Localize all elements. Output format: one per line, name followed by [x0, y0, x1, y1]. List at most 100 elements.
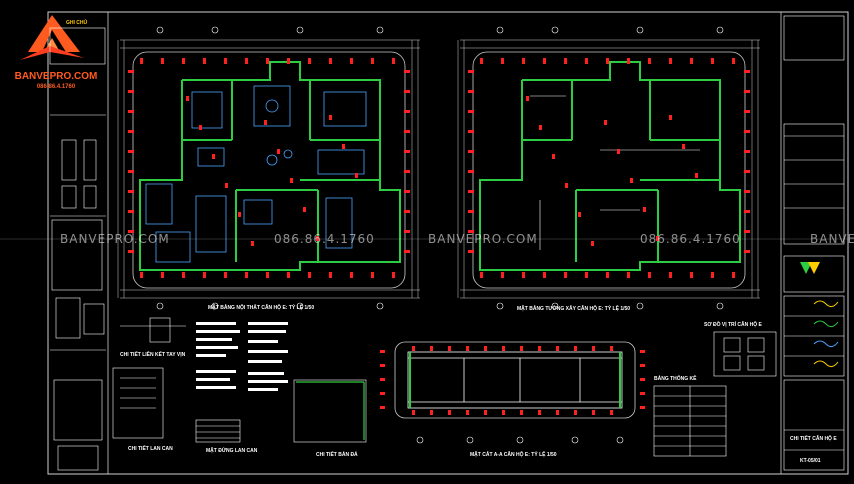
dimension-marker [610, 410, 613, 415]
railing-detail-title: CHI TIẾT LAN CAN [128, 446, 173, 452]
dimension-marker [128, 190, 134, 193]
axis-bubble [376, 26, 384, 34]
dimension-marker [212, 154, 215, 159]
dimension-marker [640, 406, 645, 409]
dimension-marker [224, 272, 227, 278]
dimension-marker [604, 120, 607, 125]
dimension-marker [640, 378, 645, 381]
dimension-marker [128, 230, 134, 233]
dimension-markers [128, 58, 750, 415]
dimension-marker [690, 272, 693, 278]
dimension-marker [732, 272, 735, 278]
railing-detail-drawings [112, 317, 367, 443]
dimension-marker [128, 70, 134, 73]
dimension-marker [574, 410, 577, 415]
axis-bubble [496, 26, 504, 34]
dimension-marker [585, 272, 588, 278]
dimension-marker [404, 130, 410, 133]
axis-bubble [376, 302, 384, 310]
dimension-marker [430, 410, 433, 415]
dimension-marker [266, 58, 269, 64]
dimension-marker [744, 70, 750, 73]
dimension-marker [630, 178, 633, 183]
dimension-marker [744, 130, 750, 133]
key-plan-title: SƠ ĐỒ VỊ TRÍ CĂN HỘ E [704, 322, 762, 328]
dimension-marker [556, 410, 559, 415]
dimension-marker [224, 58, 227, 64]
dimension-marker [329, 58, 332, 64]
dimension-marker [186, 96, 189, 101]
axis-bubble [466, 436, 474, 444]
dimension-marker [380, 350, 385, 353]
dimension-marker [199, 125, 202, 130]
dimension-marker [744, 250, 750, 253]
dimension-marker [606, 272, 609, 278]
dimension-marker [380, 392, 385, 395]
dimension-marker [140, 272, 143, 278]
dimension-marker [744, 210, 750, 213]
dimension-marker [501, 272, 504, 278]
dimension-marker [648, 272, 651, 278]
dimension-marker [251, 241, 254, 246]
dimension-marker [161, 272, 164, 278]
dimension-marker [466, 410, 469, 415]
dimension-marker [732, 58, 735, 64]
dimension-marker [744, 170, 750, 173]
watermark-text: 086.86.4.1760 [640, 232, 741, 246]
section-aa-lines [407, 351, 623, 409]
dimension-marker [682, 144, 685, 149]
legend-title: GHI CHÚ [66, 20, 88, 26]
section-aa-frame [394, 341, 636, 419]
dimension-marker [648, 58, 651, 64]
dimension-marker [744, 90, 750, 93]
axis-bubble [211, 302, 219, 310]
dimension-marker [543, 272, 546, 278]
dimension-marker [128, 90, 134, 93]
dimension-marker [468, 250, 474, 253]
axis-bubble [551, 302, 559, 310]
dimension-marker [245, 58, 248, 64]
dimension-marker [468, 230, 474, 233]
dimension-marker [468, 70, 474, 73]
dimension-marker [578, 212, 581, 217]
dimension-marker [182, 58, 185, 64]
dimension-marker [412, 410, 415, 415]
dimension-lines [117, 39, 760, 299]
dimension-marker [245, 272, 248, 278]
dimension-marker [468, 110, 474, 113]
dimension-marker [392, 272, 395, 278]
axis-bubble [296, 26, 304, 34]
dimension-marker [161, 58, 164, 64]
dimension-marker [404, 230, 410, 233]
railing-elevation-title: MẶT ĐỨNG LAN CAN [206, 448, 258, 454]
dimension-marker [468, 190, 474, 193]
dimension-marker [203, 58, 206, 64]
dimension-marker [316, 236, 319, 241]
dimension-marker [468, 130, 474, 133]
plan-right-partitions [530, 95, 700, 250]
brand-name: BANVEPRO.COM [14, 71, 98, 82]
grid-axis-bubbles [156, 26, 724, 444]
dimension-marker [355, 173, 358, 178]
dimension-marker [502, 346, 505, 351]
dimension-marker [277, 149, 280, 154]
dimension-marker [182, 272, 185, 278]
dimension-marker [404, 210, 410, 213]
left-strip-details [49, 27, 106, 471]
company-logo-icon [800, 262, 820, 274]
axis-bubble [211, 26, 219, 34]
dimension-marker [501, 58, 504, 64]
title-block [783, 15, 845, 471]
dimension-marker [404, 70, 410, 73]
axis-bubble [571, 436, 579, 444]
dimension-marker [711, 272, 714, 278]
dimension-marker [552, 154, 555, 159]
dimension-marker [468, 210, 474, 213]
dimension-marker [484, 346, 487, 351]
dimension-marker [669, 272, 672, 278]
axis-bubble [416, 436, 424, 444]
dimension-marker [266, 272, 269, 278]
dimension-marker [287, 58, 290, 64]
